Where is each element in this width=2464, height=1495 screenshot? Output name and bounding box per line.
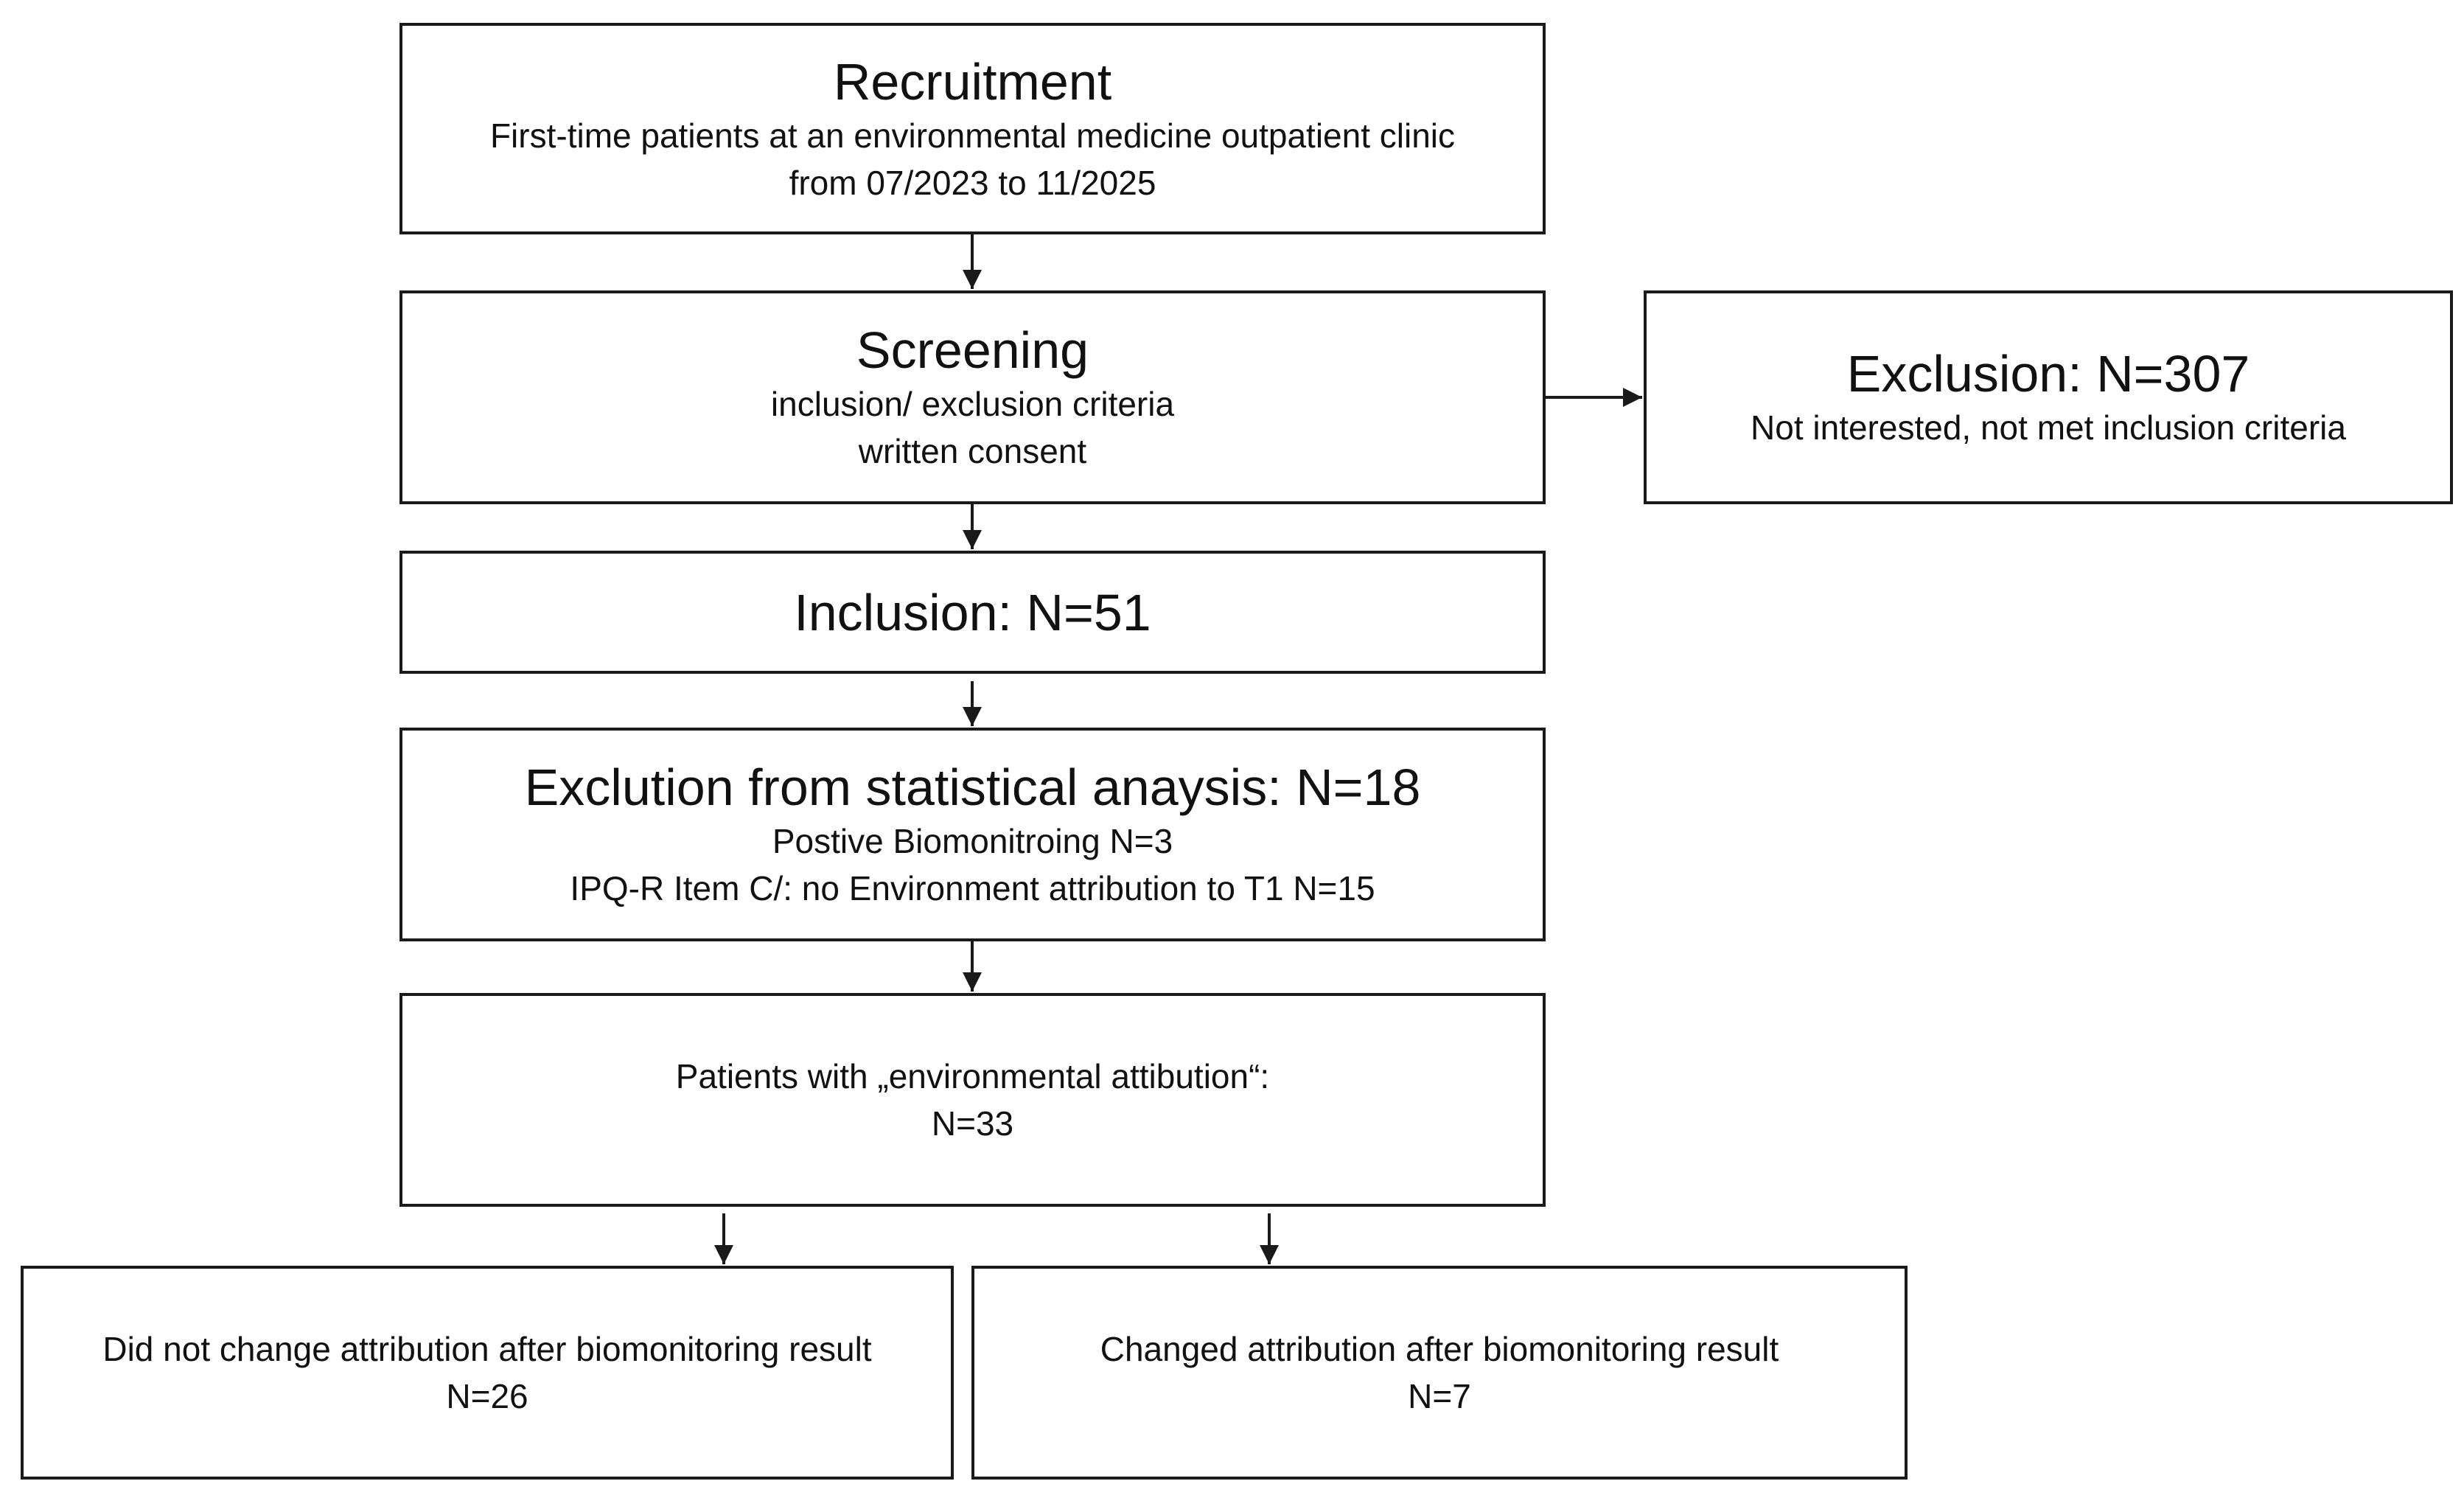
no-change-line-2: N=26 [446, 1377, 528, 1415]
statistical-exclusion-box: Exclution from statistical anaysis: N=18… [399, 728, 1546, 941]
patients-line-1: Patients with „environmental attibution“… [675, 1057, 1270, 1095]
recruitment-title: Recruitment [833, 52, 1112, 111]
changed-line-2: N=7 [1408, 1377, 1471, 1415]
statistical-exclusion-line-1: Postive Biomonitroing N=3 [772, 822, 1173, 860]
changed-line-1: Changed attribution after biomonitoring … [1100, 1330, 1779, 1368]
statistical-exclusion-title: Exclution from statistical anaysis: N=18 [524, 759, 1421, 816]
no-change-box: Did not change attribution after biomoni… [21, 1266, 954, 1480]
patients-attribution-box: Patients with „environmental attibution“… [399, 993, 1546, 1207]
screening-box: Screening inclusion/ exclusion criteria … [399, 290, 1546, 504]
screening-title: Screening [856, 321, 1089, 379]
exclusion-box: Exclusion: N=307 Not interested, not met… [1644, 290, 2453, 504]
recruitment-line-2: from 07/2023 to 11/2025 [789, 163, 1156, 202]
screening-line-2: written consent [858, 432, 1087, 470]
statistical-exclusion-line-2: IPQ-R Item C/: no Environment attributio… [570, 869, 1375, 907]
no-change-line-1: Did not change attribution after biomoni… [102, 1330, 872, 1368]
inclusion-title: Inclusion: N=51 [794, 583, 1151, 641]
exclusion-title: Exclusion: N=307 [1846, 345, 2250, 402]
inclusion-box: Inclusion: N=51 [399, 551, 1546, 674]
screening-line-1: inclusion/ exclusion criteria [770, 385, 1175, 423]
patients-line-2: N=33 [931, 1104, 1014, 1143]
recruitment-box: Recruitment First-time patients at an en… [399, 23, 1546, 234]
recruitment-line-1: First-time patients at an environmental … [489, 116, 1456, 155]
exclusion-line-1: Not interested, not met inclusion criter… [1751, 408, 2346, 447]
changed-box: Changed attribution after biomonitoring … [971, 1266, 1908, 1480]
